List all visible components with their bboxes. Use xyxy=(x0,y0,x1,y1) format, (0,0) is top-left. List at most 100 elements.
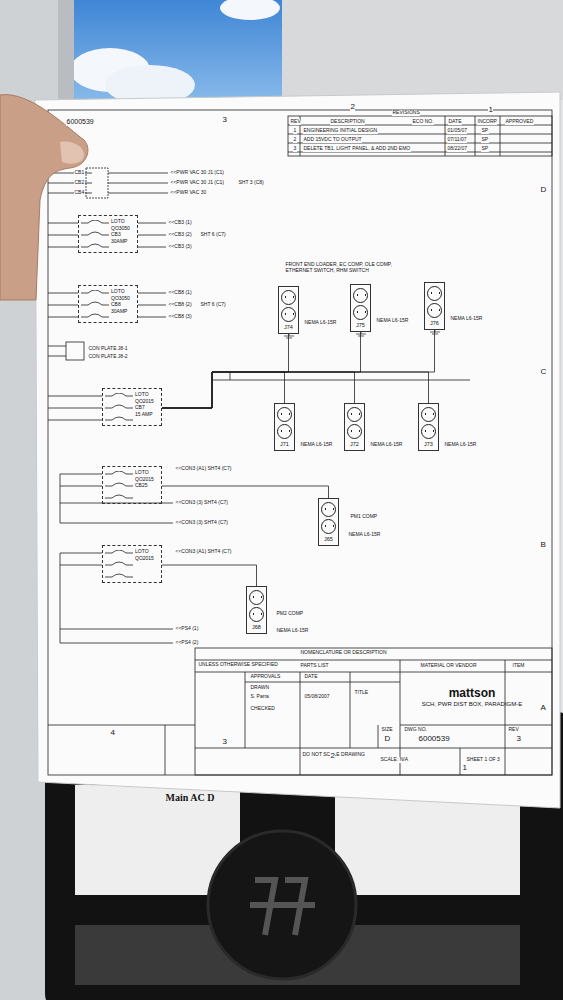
schematic-label: APPROVED xyxy=(505,119,534,125)
schematic-label: <<CB3 (2) xyxy=(168,232,192,238)
window-frame xyxy=(58,0,74,115)
breaker-label: LOTO xyxy=(135,469,158,476)
schematic-label: NEMA L6-15R xyxy=(276,628,309,634)
schematic-label: DATE xyxy=(304,674,318,680)
schematic-label: NEMA L6-15R xyxy=(376,318,409,324)
grid-reference: D xyxy=(384,735,391,744)
breaker-label: CB7 xyxy=(135,404,158,411)
schematic-label: REV xyxy=(508,727,519,733)
schematic-label: 01/05/07 xyxy=(447,128,467,134)
company-logo: mattson xyxy=(406,686,538,700)
receptacle: J75 xyxy=(350,284,371,332)
wire xyxy=(162,330,435,408)
circuit-breaker: LOTOQO3050CB330AMP xyxy=(78,215,138,253)
schematic-label: CON PLATE J8-1 xyxy=(88,346,128,352)
schematic-label: S. Parra xyxy=(250,694,269,700)
connector-id: J76 xyxy=(427,320,442,327)
grid-reference: 3 xyxy=(222,738,227,747)
schematic-label: NEMA L6-15R xyxy=(370,442,403,448)
outlet-socket xyxy=(277,424,292,439)
window-frame xyxy=(282,0,563,100)
breaker-label: QO2015 xyxy=(135,476,158,483)
breaker-label: 15 AMP xyxy=(135,411,158,418)
schematic-label: <<CON3 (3) SHT4 (C7) xyxy=(175,520,229,526)
connector-id: J75 xyxy=(353,322,368,329)
schematic-label: SP xyxy=(481,146,489,152)
schematic-label: <<PWR VAC 30 J1 (C1) xyxy=(170,170,225,176)
schematic-label: SHT 6 (C7) xyxy=(200,232,226,238)
schematic-label: <<CB3 (3) xyxy=(168,244,192,250)
outlet-socket xyxy=(321,502,336,517)
schematic-label: INCORP xyxy=(477,119,497,125)
outlet-socket xyxy=(249,590,264,605)
schematic-label: 08/22/07 xyxy=(447,146,467,152)
schematic-label: DRAWN xyxy=(250,685,270,691)
breaker-switch-symbol xyxy=(105,471,133,501)
receptacle: J72 xyxy=(344,403,365,451)
receptacle: J68 xyxy=(246,586,267,634)
breaker-label: CB3 xyxy=(111,231,134,238)
breaker-label: 30AMP xyxy=(111,308,134,315)
grid-reference: D xyxy=(540,186,547,195)
schematic-label: NEMA L6-15R xyxy=(450,316,483,322)
outlet-socket xyxy=(277,407,292,422)
breaker-switch-symbol xyxy=(81,290,109,320)
receptacle: J71 xyxy=(274,403,295,451)
circuit-breaker: LOTOQO2015 xyxy=(102,545,162,583)
outlet-socket xyxy=(281,290,296,305)
breaker-label: QO3050 xyxy=(111,225,134,232)
outlet-socket xyxy=(321,519,336,534)
thumbnail xyxy=(60,142,84,164)
connector-id: J74 xyxy=(281,324,296,331)
outlet-socket xyxy=(421,424,436,439)
breaker-label: QO3050 xyxy=(111,295,134,302)
breaker-label: LOTO xyxy=(135,391,158,398)
schematic-label: ENGINEERING INITIAL DESIGN xyxy=(303,128,378,134)
drawing-title: SCH, PWR DIST BOX, PARADIGM-E xyxy=(406,700,538,708)
schematic-label: ITEM xyxy=(512,663,525,669)
schematic-label: MATERIAL OR VENDOR xyxy=(420,663,477,669)
paper-sheet xyxy=(35,92,560,808)
schematic-label: <<CB3 (1) xyxy=(168,220,192,226)
outlet-socket xyxy=(427,286,442,301)
schematic-label: SP xyxy=(481,137,489,143)
breaker-label: LOTO xyxy=(135,548,158,555)
connector-id: J71 xyxy=(277,441,292,448)
schematic-label: APPROVALS xyxy=(250,674,281,680)
schematic-label: 05/08/2007 xyxy=(304,694,330,700)
schematic-label: ECO NO. xyxy=(412,119,434,125)
connector-id: J68 xyxy=(249,624,264,631)
schematic-label: <<CB8 (2) xyxy=(168,302,192,308)
grid-reference: A xyxy=(540,704,546,713)
schematic-label: DWG NO. xyxy=(404,727,428,733)
schematic-label: TITLE xyxy=(354,690,369,696)
schematic-label: SP xyxy=(481,128,489,134)
wire xyxy=(162,372,355,408)
schematic-label: SHT 3 (C8) xyxy=(238,180,264,186)
schematic-lines xyxy=(48,110,552,775)
circuit-breaker: LOTOQO3050CB830AMP xyxy=(78,285,138,323)
grid-reference: 2 xyxy=(330,752,335,761)
grid-reference: 6000539 xyxy=(418,735,450,744)
grid-reference: 3 xyxy=(222,116,227,125)
schematic-label: <<PWR VAC 30 J1 (C1) xyxy=(170,180,225,186)
receptacle: J74 xyxy=(278,286,299,334)
schematic-label: NEMA L6-15R xyxy=(300,442,333,448)
schematic-label: <<CB8 (3) xyxy=(168,314,192,320)
breaker-label: CB25 xyxy=(135,482,158,489)
schematic-label: 3 xyxy=(293,146,297,152)
schematic-label: NEMA L6-15R xyxy=(444,442,477,448)
schematic-label: CON PLATE J8-2 xyxy=(88,354,128,360)
circuit-breaker: LOTOQO2015CB715 AMP xyxy=(102,388,162,426)
schematic-label: REVISIONS xyxy=(392,110,420,116)
schematic-label: CB2 xyxy=(74,180,85,186)
schematic-label: UNLESS OTHERWISE SPECIFIED xyxy=(198,662,278,668)
connector-id: J73 xyxy=(421,441,436,448)
wire xyxy=(162,486,329,498)
schematic-label: NEMA L6-15R xyxy=(304,320,337,326)
outlet-socket xyxy=(427,303,442,318)
schematic-label: PM1 COMP xyxy=(350,514,378,520)
